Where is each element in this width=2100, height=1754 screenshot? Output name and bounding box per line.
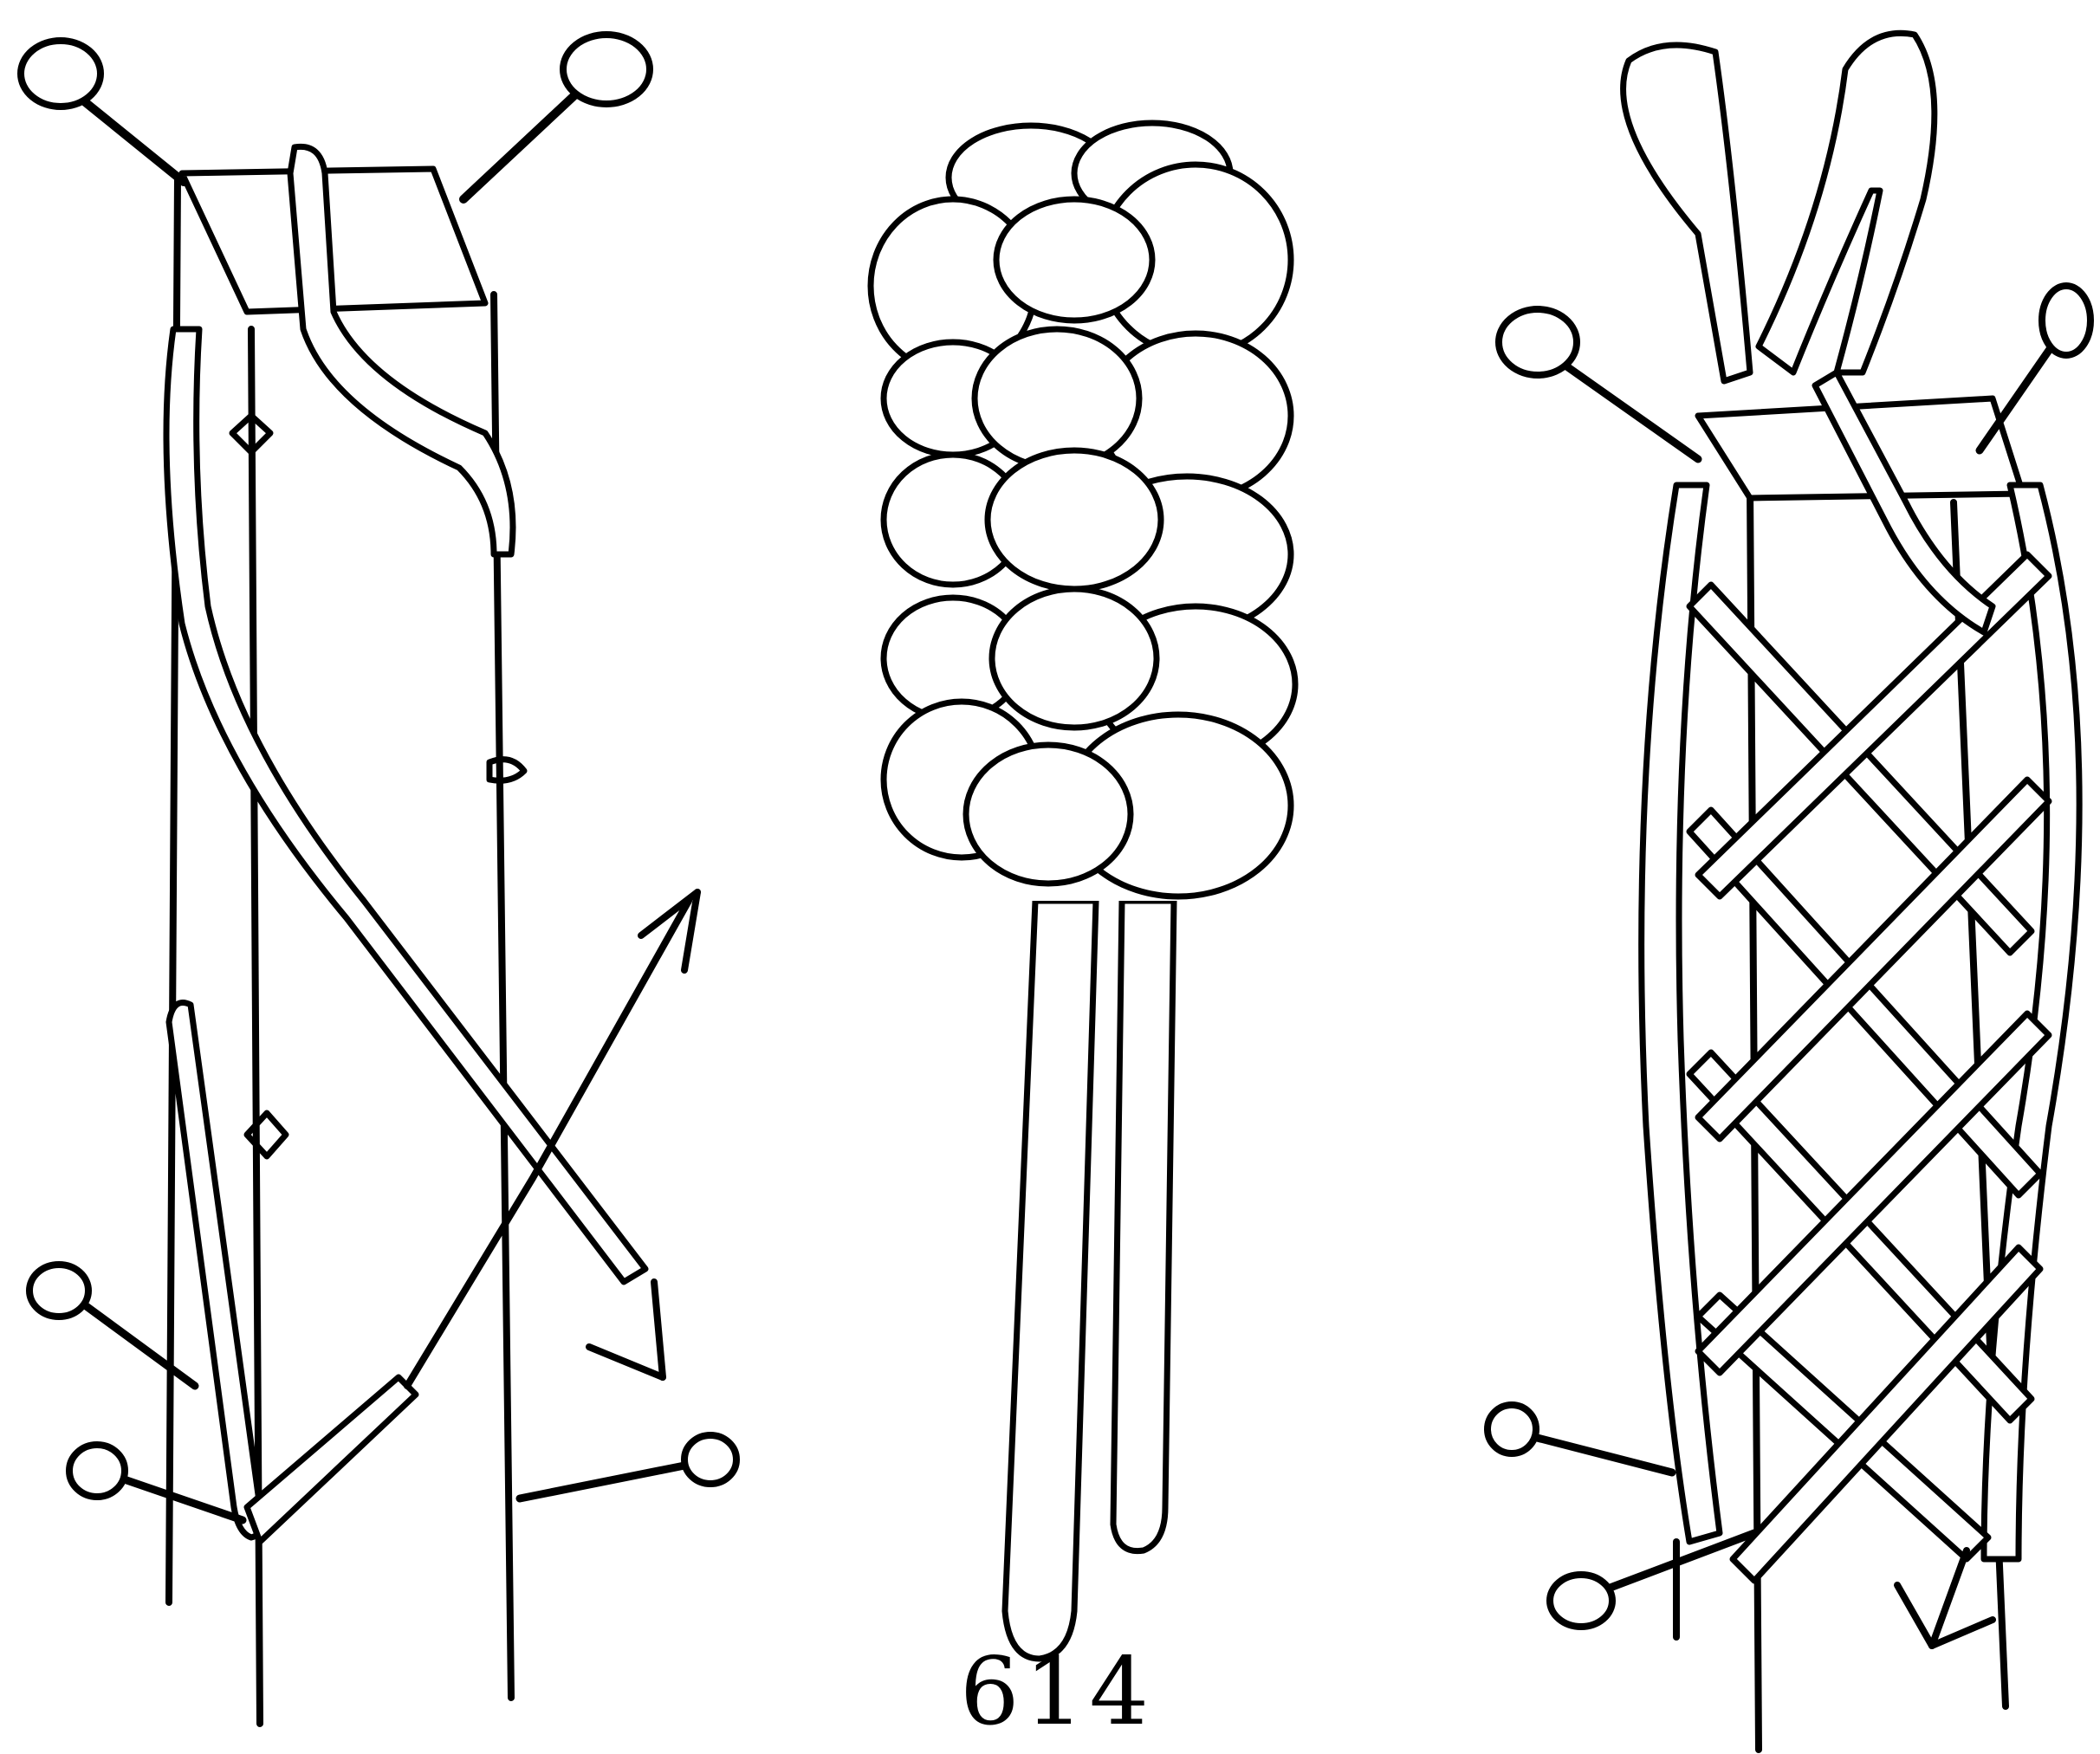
working-strands (166, 146, 645, 1542)
arrow-down-right-icon (589, 1282, 663, 1377)
braid-strands (1642, 372, 2079, 1581)
pin-head-icon (2042, 286, 2090, 355)
core-rod (169, 178, 511, 1724)
figure-number: 614 (944, 1646, 1170, 1739)
pin-head-icon (69, 1445, 125, 1497)
pin-head-icon (1488, 1405, 1536, 1453)
top-loops (1624, 33, 1935, 381)
right-panel (1488, 33, 2090, 1750)
arrow-down-right-icon (1897, 1550, 1993, 1646)
pin-head-icon (29, 1265, 88, 1317)
pin-head-icon (21, 41, 100, 107)
middle-panel (871, 123, 1295, 1659)
pin-head-icon (684, 1435, 736, 1484)
pin-head-icon (1550, 1575, 1612, 1627)
pin-head-icon (1499, 309, 1577, 375)
hanging-ends (1005, 901, 1174, 1659)
braided-knob (871, 123, 1295, 901)
left-panel (21, 35, 736, 1724)
pin-head-icon (563, 35, 650, 104)
